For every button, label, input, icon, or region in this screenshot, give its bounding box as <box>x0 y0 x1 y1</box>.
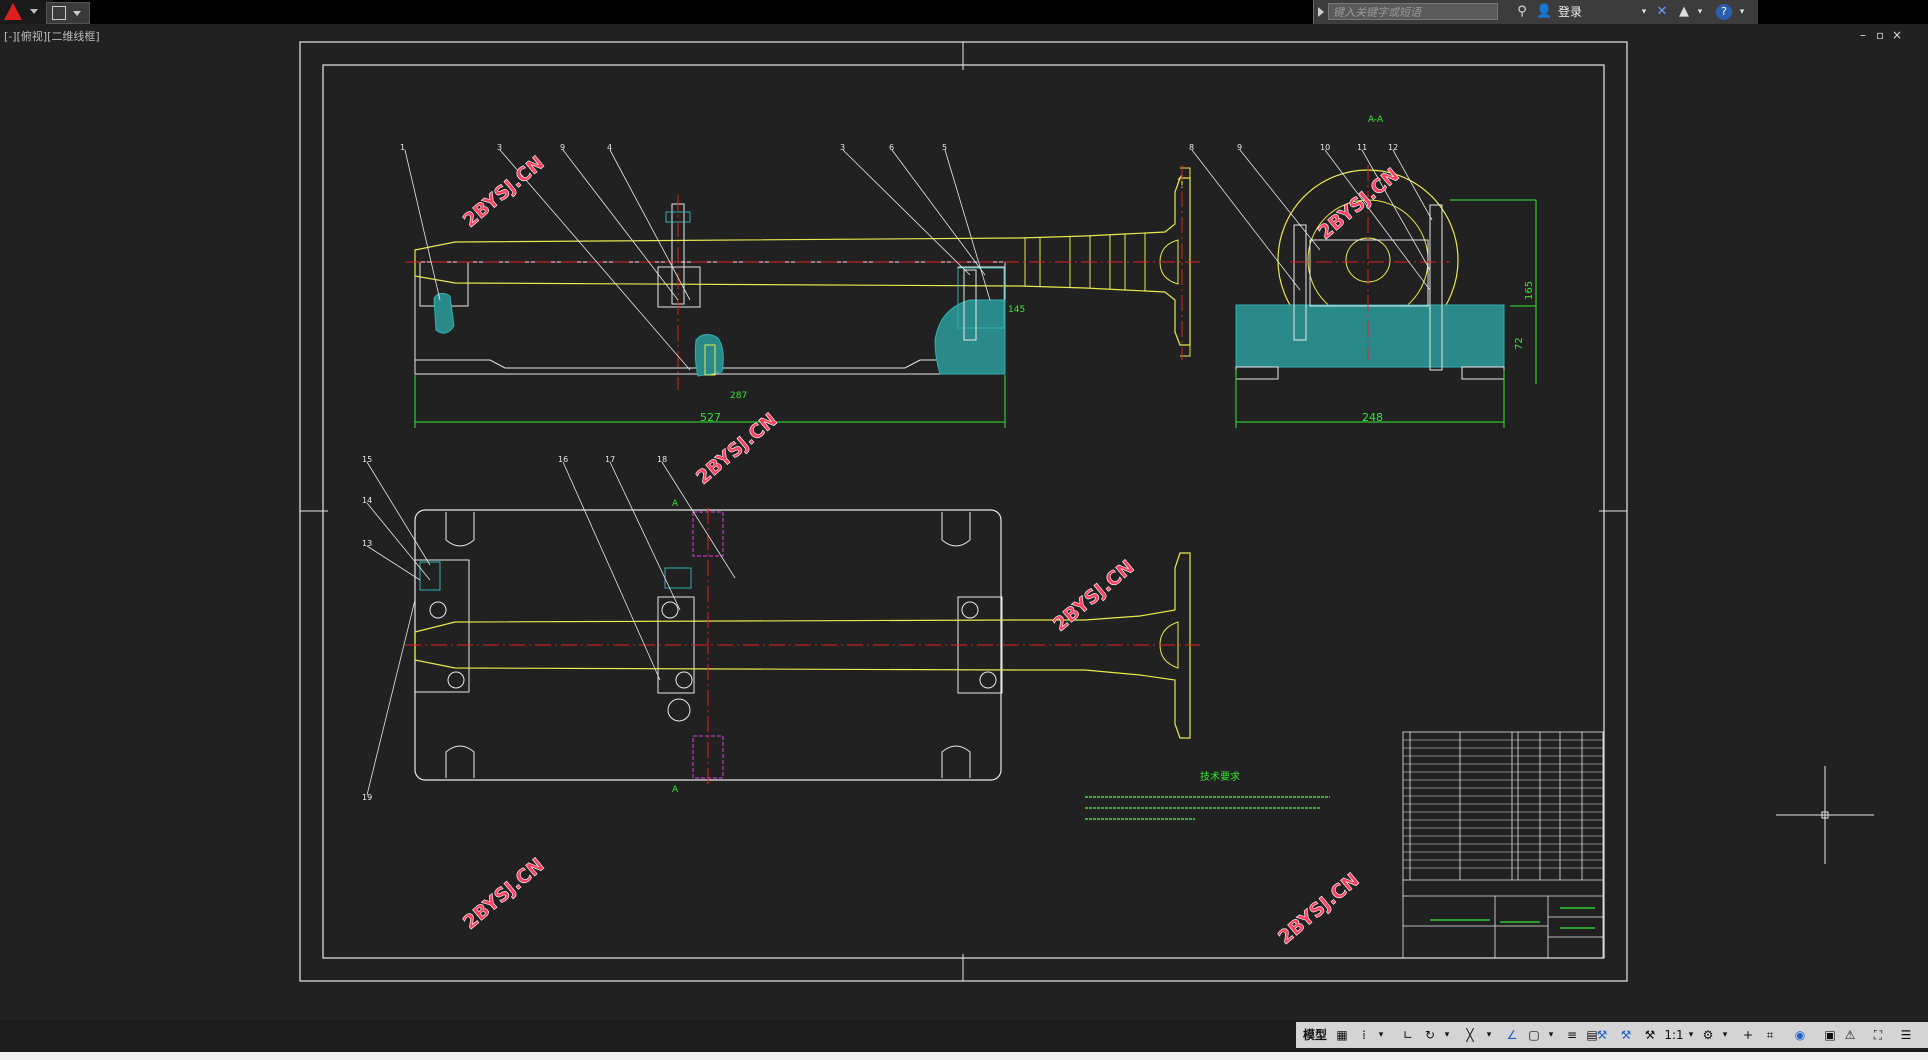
grid-icon[interactable]: ▦ <box>1336 1028 1348 1042</box>
object-snap-tracking-icon[interactable]: ∠ <box>1506 1028 1518 1042</box>
balloon-label: 5 <box>942 143 947 152</box>
balloon-label: 18 <box>657 455 667 464</box>
balloon-label: 16 <box>558 455 568 464</box>
info-center-bar: 键入关键字或短语 ⚲ 👤 登录 ▾ ✕ ▲ ▾ ? ▾ <box>1313 0 1758 24</box>
crosshair-cursor-icon <box>1776 766 1874 864</box>
sheet-inner-border <box>322 64 1605 959</box>
hardware-acceleration-icon[interactable]: ▣ <box>1824 1028 1836 1042</box>
chevron-down-icon <box>30 9 38 14</box>
chevron-down-icon <box>73 11 81 16</box>
plus-icon[interactable]: + <box>1742 1028 1754 1042</box>
balloon-label: 1 <box>400 143 405 152</box>
chevron-down-icon[interactable]: ▾ <box>1739 7 1745 17</box>
annotation-visibility-icon[interactable]: ⚒ <box>1596 1028 1608 1042</box>
expand-arrow-icon[interactable] <box>1318 7 1324 17</box>
chevron-down-icon[interactable]: ▾ <box>1697 7 1703 17</box>
annotation-scale-icon[interactable]: ⚒ <box>1644 1028 1656 1042</box>
dimension-side: 145 <box>1008 305 1025 315</box>
workspace-icon <box>52 6 66 20</box>
balloon-label: 3 <box>840 143 845 152</box>
gear-icon[interactable]: ⚙ <box>1702 1028 1714 1042</box>
balloon-label: 10 <box>1320 143 1330 152</box>
chevron-down-icon[interactable]: ▾ <box>1688 1030 1694 1040</box>
watermark-text: 2BYSJ.CN <box>459 854 548 934</box>
tech-title: 技术要求 <box>1200 770 1240 783</box>
centering-marks <box>300 42 1627 981</box>
status-bar-tools <box>1296 1022 1928 1048</box>
object-snap-icon[interactable]: ▢ <box>1528 1028 1540 1042</box>
title-block-green-cells <box>1430 907 1595 929</box>
restore-button[interactable]: ▫ <box>1876 28 1885 42</box>
top-view: A A <box>405 499 1200 795</box>
balloon-label: 4 <box>607 143 612 152</box>
application-menu-button[interactable] <box>0 0 52 24</box>
minimize-button[interactable]: – <box>1860 28 1866 42</box>
watermark-text: 2BYSJ.CN <box>459 152 548 232</box>
balloon-label: 11 <box>1357 143 1367 152</box>
transparency-icon[interactable]: ▤ <box>1586 1028 1598 1042</box>
login-button[interactable]: 登录 <box>1558 5 1583 19</box>
bom-rows <box>1403 739 1603 869</box>
balloon-label: 17 <box>605 455 615 464</box>
fullscreen-icon[interactable]: ⛶ <box>1873 1028 1883 1042</box>
auto-scale-icon[interactable]: ⚒ <box>1620 1028 1632 1042</box>
autocad-logo-icon <box>4 3 22 20</box>
balloon-label: 19 <box>362 793 372 802</box>
title-block <box>1402 731 1604 959</box>
snap-icon[interactable]: ⁞ <box>1362 1028 1366 1042</box>
balloon-label: 6 <box>889 143 894 152</box>
watermark-text: 2BYSJ.CN <box>1274 869 1363 949</box>
isodraft-icon[interactable]: ╳ <box>1466 1028 1474 1042</box>
units-icon[interactable]: ⌗ <box>1766 1028 1774 1042</box>
lineweight-icon[interactable]: ≡ <box>1566 1028 1578 1042</box>
model-space-button[interactable]: 模型 <box>1302 1028 1327 1042</box>
dimension-72: 72 <box>1514 337 1525 350</box>
exchange-icon[interactable]: ✕ <box>1656 4 1668 19</box>
leader-lines <box>366 149 1433 796</box>
close-button[interactable]: × <box>1892 28 1903 42</box>
clean-screen-icon[interactable]: ⚠ <box>1844 1028 1856 1042</box>
chevron-down-icon[interactable]: ▾ <box>1548 1030 1554 1040</box>
quick-access-toolbar[interactable] <box>46 2 90 24</box>
front-view: 527 287 145 <box>405 165 1200 428</box>
balloon-label: 9 <box>1237 143 1242 152</box>
balloon-label: 13 <box>362 539 372 548</box>
balloon-label: 3 <box>497 143 502 152</box>
dimension-527: 527 <box>700 411 721 424</box>
technical-requirements: 技术要求 <box>1085 770 1330 820</box>
isolate-objects-icon[interactable]: ◉ <box>1794 1028 1806 1042</box>
watermarks: 2BYSJ.CN 2BYSJ.CN 2BYSJ.CN 2BYSJ.CN 2BYS… <box>459 152 1404 950</box>
binoculars-icon[interactable]: ⚲ <box>1517 4 1527 19</box>
part-balloons: 1 3 9 4 3 6 5 8 9 10 11 12 15 14 13 16 1… <box>362 143 1398 802</box>
polar-icon[interactable]: ↻ <box>1424 1028 1436 1042</box>
section-mark-bottom: A <box>672 785 679 795</box>
chevron-down-icon[interactable]: ▾ <box>1486 1030 1492 1040</box>
autodesk-a360-icon[interactable]: ▲ <box>1679 4 1689 19</box>
user-icon: 👤 <box>1536 4 1553 19</box>
chevron-down-icon[interactable]: ▾ <box>1722 1030 1728 1040</box>
viewport-controls-label[interactable]: [-][俯视][二维线框] <box>4 30 100 43</box>
balloon-label: 12 <box>1388 143 1398 152</box>
dimension-165: 165 <box>1524 281 1535 300</box>
chevron-down-icon[interactable]: ▾ <box>1444 1030 1450 1040</box>
section-mark-top: A <box>672 499 679 509</box>
customization-menu-icon[interactable]: ☰ <box>1900 1028 1912 1042</box>
balloon-label: 15 <box>362 455 372 464</box>
watermark-text: 2BYSJ.CN <box>1049 556 1138 636</box>
help-icon[interactable]: ? <box>1716 4 1732 20</box>
search-input[interactable]: 键入关键字或短语 <box>1328 3 1498 20</box>
balloon-label: 14 <box>362 496 372 505</box>
balloon-label: 8 <box>1189 143 1194 152</box>
dimension-small: 287 <box>730 391 747 401</box>
section-label: A-A <box>1368 115 1384 125</box>
chevron-down-icon[interactable]: ▾ <box>1641 7 1647 17</box>
balloon-label: 9 <box>560 143 565 152</box>
dimension-248: 248 <box>1362 411 1383 424</box>
scale-selector[interactable]: 1:1 <box>1664 1028 1684 1042</box>
side-view: 248 165 72 A-A <box>1235 115 1537 428</box>
ortho-icon[interactable]: ∟ <box>1402 1028 1414 1042</box>
taskbar-edge <box>0 1052 1928 1060</box>
chevron-down-icon[interactable]: ▾ <box>1378 1030 1384 1040</box>
